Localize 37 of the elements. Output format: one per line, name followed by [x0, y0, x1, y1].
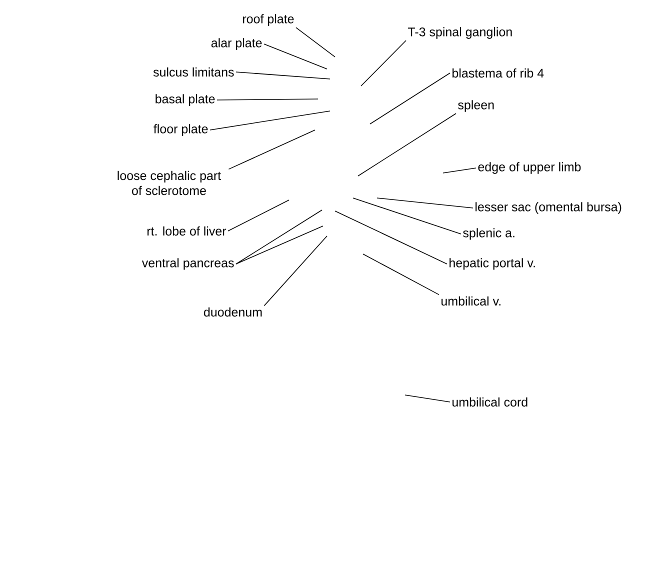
part-label: hepatic portal v.: [450, 258, 535, 270]
part-label: lesser sac (omental bursa): [476, 202, 622, 214]
leader-line: [370, 72, 450, 124]
part-label: blastema of rib 4: [452, 68, 544, 78]
part-label: sulcus limitans: [153, 67, 234, 77]
part-label: edge of upper limb: [478, 162, 581, 174]
part-label: spleen: [458, 100, 494, 112]
leader-line: [352, 198, 462, 234]
part-label: floor plate: [154, 124, 208, 136]
leader-line: [442, 168, 476, 174]
leader-line: [228, 200, 290, 232]
leader-line: [296, 27, 336, 58]
leader-line: [362, 254, 440, 296]
part-label: loose cephalic part of sclerotome: [118, 170, 221, 196]
leader-line: [334, 210, 448, 264]
part-label: rt. lobe of liver: [147, 226, 226, 236]
leader-line: [236, 72, 330, 80]
leader-line: [264, 44, 328, 70]
part-label: duodenum: [204, 307, 262, 317]
part-label: alar plate: [211, 38, 262, 50]
leader-line: [404, 394, 450, 402]
leader-line: [358, 113, 456, 176]
leader-line: [210, 110, 330, 130]
leader-line: [216, 98, 318, 100]
leader-line: [236, 226, 324, 264]
part-label: ventral pancreas: [142, 258, 234, 270]
part-label: roof plate: [243, 14, 294, 26]
part-label: T-3 spinal ganglion: [408, 27, 512, 39]
leader-line: [360, 40, 406, 86]
leader-line: [376, 198, 474, 208]
part-label: umbilical cord: [452, 397, 528, 407]
part-label: splenic a.: [463, 228, 514, 240]
leader-line: [228, 130, 316, 170]
leader-line: [264, 236, 328, 306]
part-label: basal plate: [156, 94, 215, 106]
part-label: umbilical v.: [442, 296, 500, 306]
leader-line: [236, 210, 322, 264]
